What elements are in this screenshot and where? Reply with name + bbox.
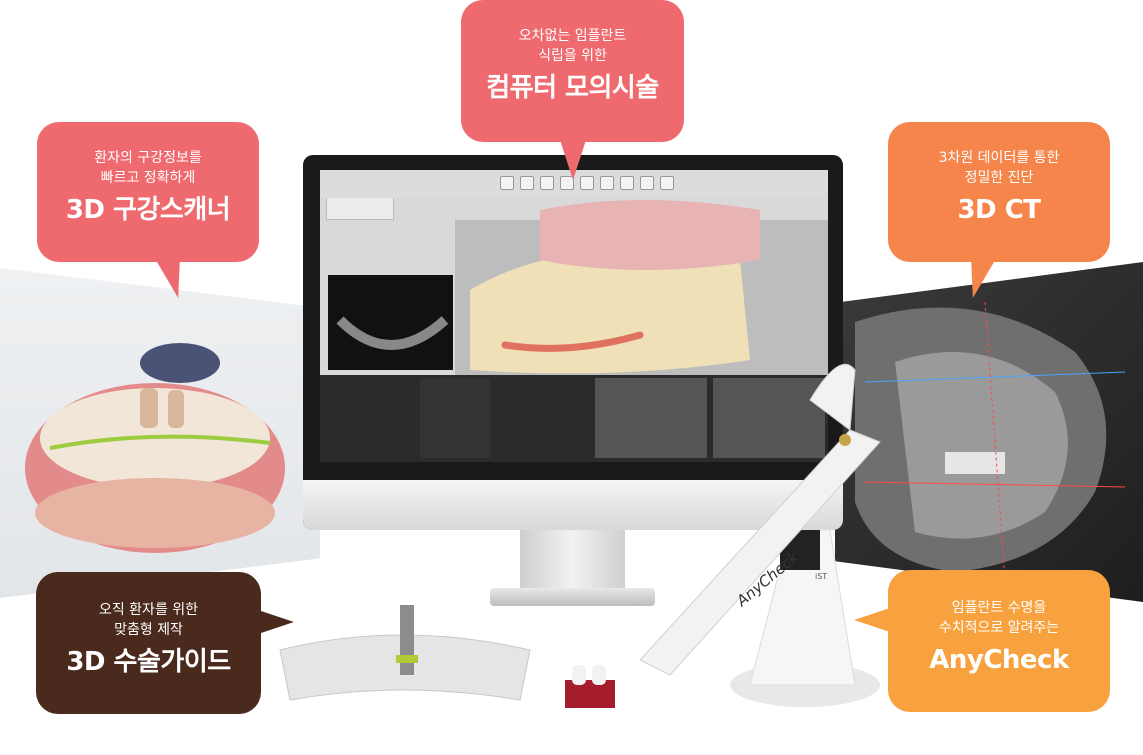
callout-title: 컴퓨터 모의시술 [486,73,659,103]
callout-title: 3D CT [957,195,1041,225]
callout-computer-simulation: 오차없는 임플란트 식립을 위한 컴퓨터 모의시술 [461,0,684,142]
monitor-base [490,588,655,606]
dental-scan-illustration [25,343,285,553]
callout-surgical-guide: 오직 환자를 위한 맞춤형 제작 3D 수술가이드 [36,572,261,714]
monitor-stand [520,530,625,592]
callout-pointer [258,610,294,634]
toolbar-button[interactable] [500,176,514,190]
callout-line1: 오직 환자를 위한 [98,602,199,618]
callout-3d-ct: 3차원 데이터를 통한 정밀한 진단 3D CT [888,122,1110,262]
toolbar-button[interactable] [640,176,654,190]
callout-title: 3D 수술가이드 [66,647,231,677]
ct-scan-panel [835,262,1143,602]
toolbar-button[interactable] [660,176,674,190]
callout-title: AnyCheck [929,645,1069,675]
surgical-guide-illustration [279,605,531,701]
toolbar-button[interactable] [540,176,554,190]
anycheck-device-illustration [639,363,881,707]
callout-pointer [854,608,890,632]
callout-title: 3D 구강스캐너 [65,195,231,225]
ct-skull-illustration [855,301,1126,583]
callout-line2: 수치적으로 알려주는 [938,620,1060,636]
callout-pointer [560,140,586,180]
callout-anycheck: 임플란트 수명을 수치적으로 알려주는 AnyCheck [888,570,1110,712]
callout-line1: 오차없는 임플란트 [518,28,627,44]
callout-line1: 임플란트 수명을 [951,600,1047,616]
planning-software-screen: Implant planning [320,170,828,462]
callout-line1: 3차원 데이터를 통한 [938,150,1060,166]
callout-oral-scanner: 환자의 구강정보를 빠르고 정확하게 3D 구강스캐너 [37,122,259,262]
callout-line2: 정밀한 진단 [964,170,1034,186]
toolbar-button[interactable] [620,176,634,190]
tooth-model-illustration [565,665,615,708]
device-sub-label: iST [815,572,828,581]
callout-line2: 식립을 위한 [538,48,607,64]
callout-line2: 맞춤형 제작 [114,622,183,638]
monitor-chin [303,480,843,530]
callout-line2: 빠르고 정확하게 [100,170,196,186]
toolbar-button[interactable] [520,176,534,190]
oral-scanner-panel [0,268,320,598]
toolbar-button[interactable] [600,176,614,190]
callout-line1: 환자의 구강정보를 [94,150,202,166]
software-viewports [320,170,828,462]
